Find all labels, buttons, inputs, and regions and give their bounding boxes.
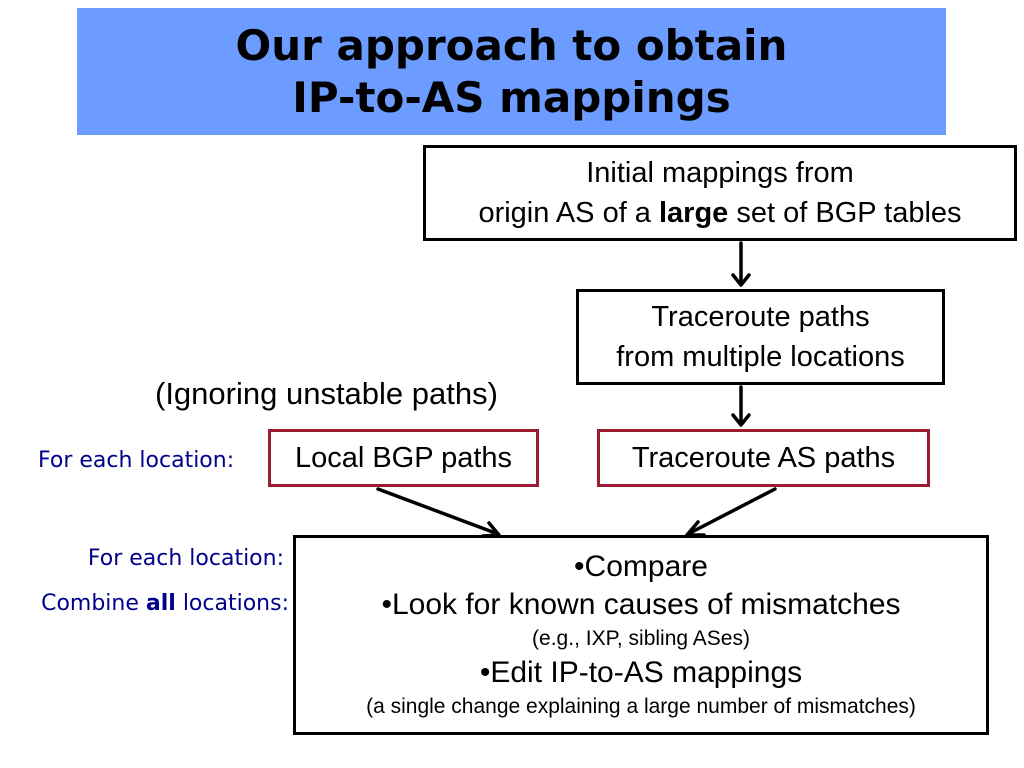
ignoring-unstable-note: (Ignoring unstable paths) <box>155 376 498 411</box>
known-causes-note: (e.g., IXP, sibling ASes) <box>532 627 750 650</box>
title-banner: Our approach to obtain IP-to-AS mappings <box>77 8 946 135</box>
edit-mappings-item: •Edit IP-to-AS mappings <box>479 656 803 689</box>
initial-mappings-line-2-post: set of BGP tables <box>728 197 962 229</box>
initial-mappings-line-2-pre: origin AS of a <box>478 197 659 229</box>
traceroute-paths-box: Traceroute paths from multiple locations <box>576 289 945 385</box>
combine-pre: Combine <box>41 591 146 616</box>
traceroute-paths-line-2: from multiple locations <box>616 341 905 373</box>
arrow-local-bgp-to-compare <box>376 487 500 536</box>
combine-post: locations: <box>175 591 289 616</box>
traceroute-paths-line-1: Traceroute paths <box>651 301 870 333</box>
title-line-1: Our approach to obtain <box>235 20 788 70</box>
arrow-traceroute-as-to-compare-head <box>685 520 706 537</box>
local-bgp-paths-box: Local BGP paths <box>268 429 539 487</box>
for-each-location-label-1: For each location: <box>38 448 235 473</box>
known-causes-item: •Look for known causes of mismatches <box>381 588 901 621</box>
for-each-location-label-2: For each location: <box>87 546 284 571</box>
initial-mappings-line-1: Initial mappings from <box>586 157 854 189</box>
compare-item: •Compare <box>574 550 708 583</box>
initial-mappings-line-2: origin AS of a large set of BGP tables <box>478 193 961 233</box>
traceroute-as-paths-box: Traceroute AS paths <box>597 429 930 487</box>
combine-all-locations-label: Combine all locations: <box>41 591 289 616</box>
edit-mappings-note: (a single change explaining a large numb… <box>366 695 916 718</box>
initial-mappings-box: Initial mappings from origin AS of a lar… <box>423 145 1017 241</box>
title-line-2: IP-to-AS mappings <box>292 72 731 122</box>
combine-bold: all <box>145 591 176 616</box>
initial-mappings-line-2-bold: large <box>659 197 729 229</box>
compare-edit-box: •Compare •Look for known causes of misma… <box>293 535 989 735</box>
arrow-traceroute-to-as-paths-head <box>731 413 751 427</box>
local-bgp-paths-label: Local BGP paths <box>294 442 513 474</box>
traceroute-as-paths-label: Traceroute AS paths <box>631 442 896 474</box>
arrow-initial-to-traceroute-head <box>731 273 751 287</box>
arrow-traceroute-as-to-compare <box>686 487 777 536</box>
